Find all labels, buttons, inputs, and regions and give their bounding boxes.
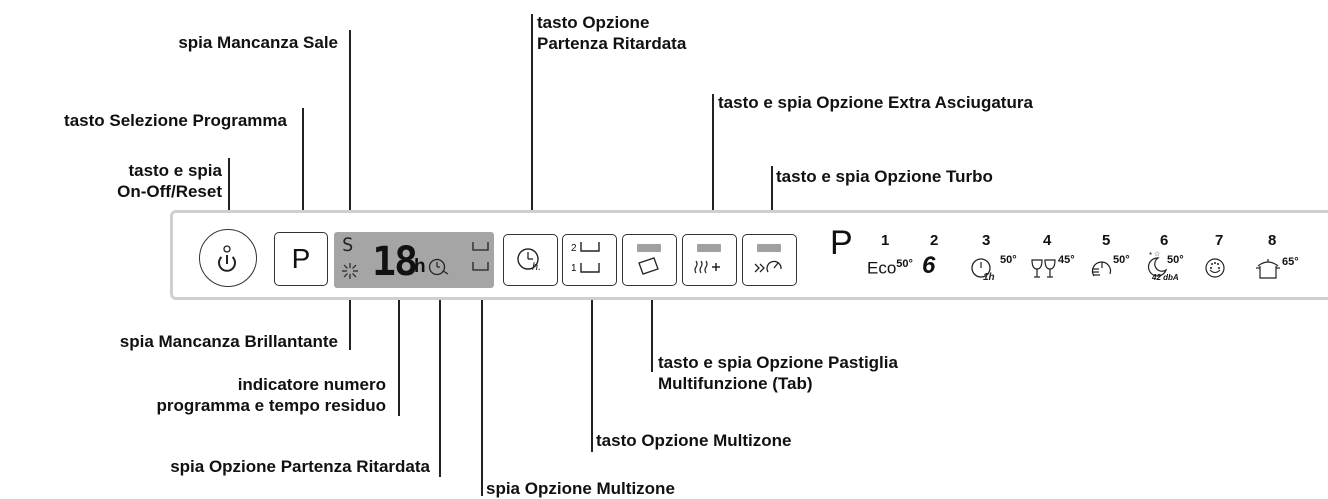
tablet-icon: [638, 257, 660, 276]
multizone-level-lower: 1: [571, 263, 577, 274]
multizone-level-upper: 2: [571, 243, 577, 254]
hours-unit: h: [414, 256, 426, 277]
program-6-text: 42 dbA: [1152, 273, 1179, 282]
program-5-temp: 50°: [1113, 254, 1130, 266]
svg-text:1h: 1h: [983, 272, 995, 283]
power-icon: [218, 245, 237, 273]
program-select-button[interactable]: P: [274, 232, 328, 286]
quick-icon: [1091, 261, 1112, 277]
one-hour-icon: 1h: [971, 258, 995, 283]
leader-salt: [349, 30, 351, 235]
glasses-icon: [1031, 259, 1056, 278]
program-number-6: 6: [1160, 232, 1169, 249]
night-icon: * ☆: [1147, 250, 1168, 277]
pot-icon: [1256, 259, 1280, 279]
leader-program-select: [302, 108, 304, 232]
extra-dry-button[interactable]: [682, 234, 737, 286]
program-4-temp: 45°: [1058, 254, 1075, 266]
leader-rinse-aid: [349, 265, 351, 350]
leader-extra-dry: [712, 94, 714, 234]
svg-text:h.: h.: [532, 261, 541, 273]
program-time-display: [334, 232, 494, 288]
label-turbo: tasto e spia Opzione Turbo: [776, 167, 993, 186]
tab-indicator-light: [637, 244, 661, 252]
leader-program-number: [398, 290, 400, 416]
program-select-label: P: [291, 243, 311, 274]
salt-warning-indicator: S: [342, 234, 354, 256]
leader-delay-button: [531, 14, 533, 234]
program-8-temp: 65°: [1282, 256, 1299, 268]
program-number-4: 4: [1043, 232, 1052, 249]
label-program-number-time: indicatore numero programma e tempo resi…: [156, 375, 386, 415]
program-6-temp: 50°: [1167, 254, 1184, 266]
label-onoff-reset: tasto e spia On-Off/Reset: [117, 161, 222, 201]
program-number-8: 8: [1268, 232, 1277, 249]
program-3-temp: 50°: [1000, 254, 1017, 266]
heat-plus-icon: [694, 261, 721, 274]
sixth-sense-icon: 6: [922, 252, 936, 279]
rinse-aid-icon: [342, 263, 358, 279]
label-program-select: tasto Selezione Programma: [64, 111, 287, 130]
label-delay-start-button: tasto Opzione Partenza Ritardata: [537, 13, 687, 53]
svg-text:*: *: [1149, 251, 1152, 260]
multizone-button[interactable]: 2 1: [562, 234, 617, 286]
leader-turbo: [771, 166, 773, 234]
leader-delay-indicator: [439, 280, 441, 477]
eco-icon: Eco50°: [867, 258, 913, 278]
turbo-button[interactable]: [742, 234, 797, 286]
tab-multifunction-button[interactable]: [622, 234, 677, 286]
leader-multizone-indicator: [481, 278, 483, 496]
program-number-2: 2: [930, 232, 939, 249]
extra-dry-indicator-light: [697, 244, 721, 252]
leader-multizone-button: [591, 286, 593, 452]
delay-start-button[interactable]: h.: [503, 234, 558, 286]
turbo-indicator-light: [757, 244, 781, 252]
label-multizone-button: tasto Opzione Multizone: [596, 431, 792, 450]
multizone-indicator-icon: [472, 242, 489, 271]
basket-icon: [580, 242, 601, 274]
turbo-icon: [754, 261, 783, 273]
program-number-3: 3: [982, 232, 991, 249]
programs-prefix: P: [830, 224, 853, 262]
program-number-digits: 18: [372, 239, 418, 285]
label-rinse-aid-warning: spia Mancanza Brillantante: [119, 332, 338, 351]
leader-tab: [651, 286, 653, 372]
program-number-5: 5: [1102, 232, 1111, 249]
delay-start-indicator-icon: [428, 258, 449, 276]
program-number-7: 7: [1215, 232, 1224, 249]
soak-icon: [1205, 258, 1225, 278]
label-delay-start-indicator: spia Opzione Partenza Ritardata: [170, 457, 430, 476]
label-multizone-indicator: spia Opzione Multizone: [486, 479, 675, 498]
label-extra-dry: tasto e spia Opzione Extra Asciugatura: [718, 93, 1033, 112]
label-tab-multifunction: tasto e spia Opzione Pastiglia Multifunz…: [658, 353, 898, 393]
label-salt-warning: spia Mancanza Sale: [178, 33, 338, 52]
delay-clock-icon: h.: [517, 248, 542, 273]
onoff-reset-button[interactable]: [199, 229, 257, 287]
program-1-temp: 50°: [896, 258, 913, 270]
program-number-1: 1: [881, 232, 890, 249]
svg-text:☆: ☆: [1154, 250, 1160, 258]
leader-onoff: [228, 158, 230, 212]
